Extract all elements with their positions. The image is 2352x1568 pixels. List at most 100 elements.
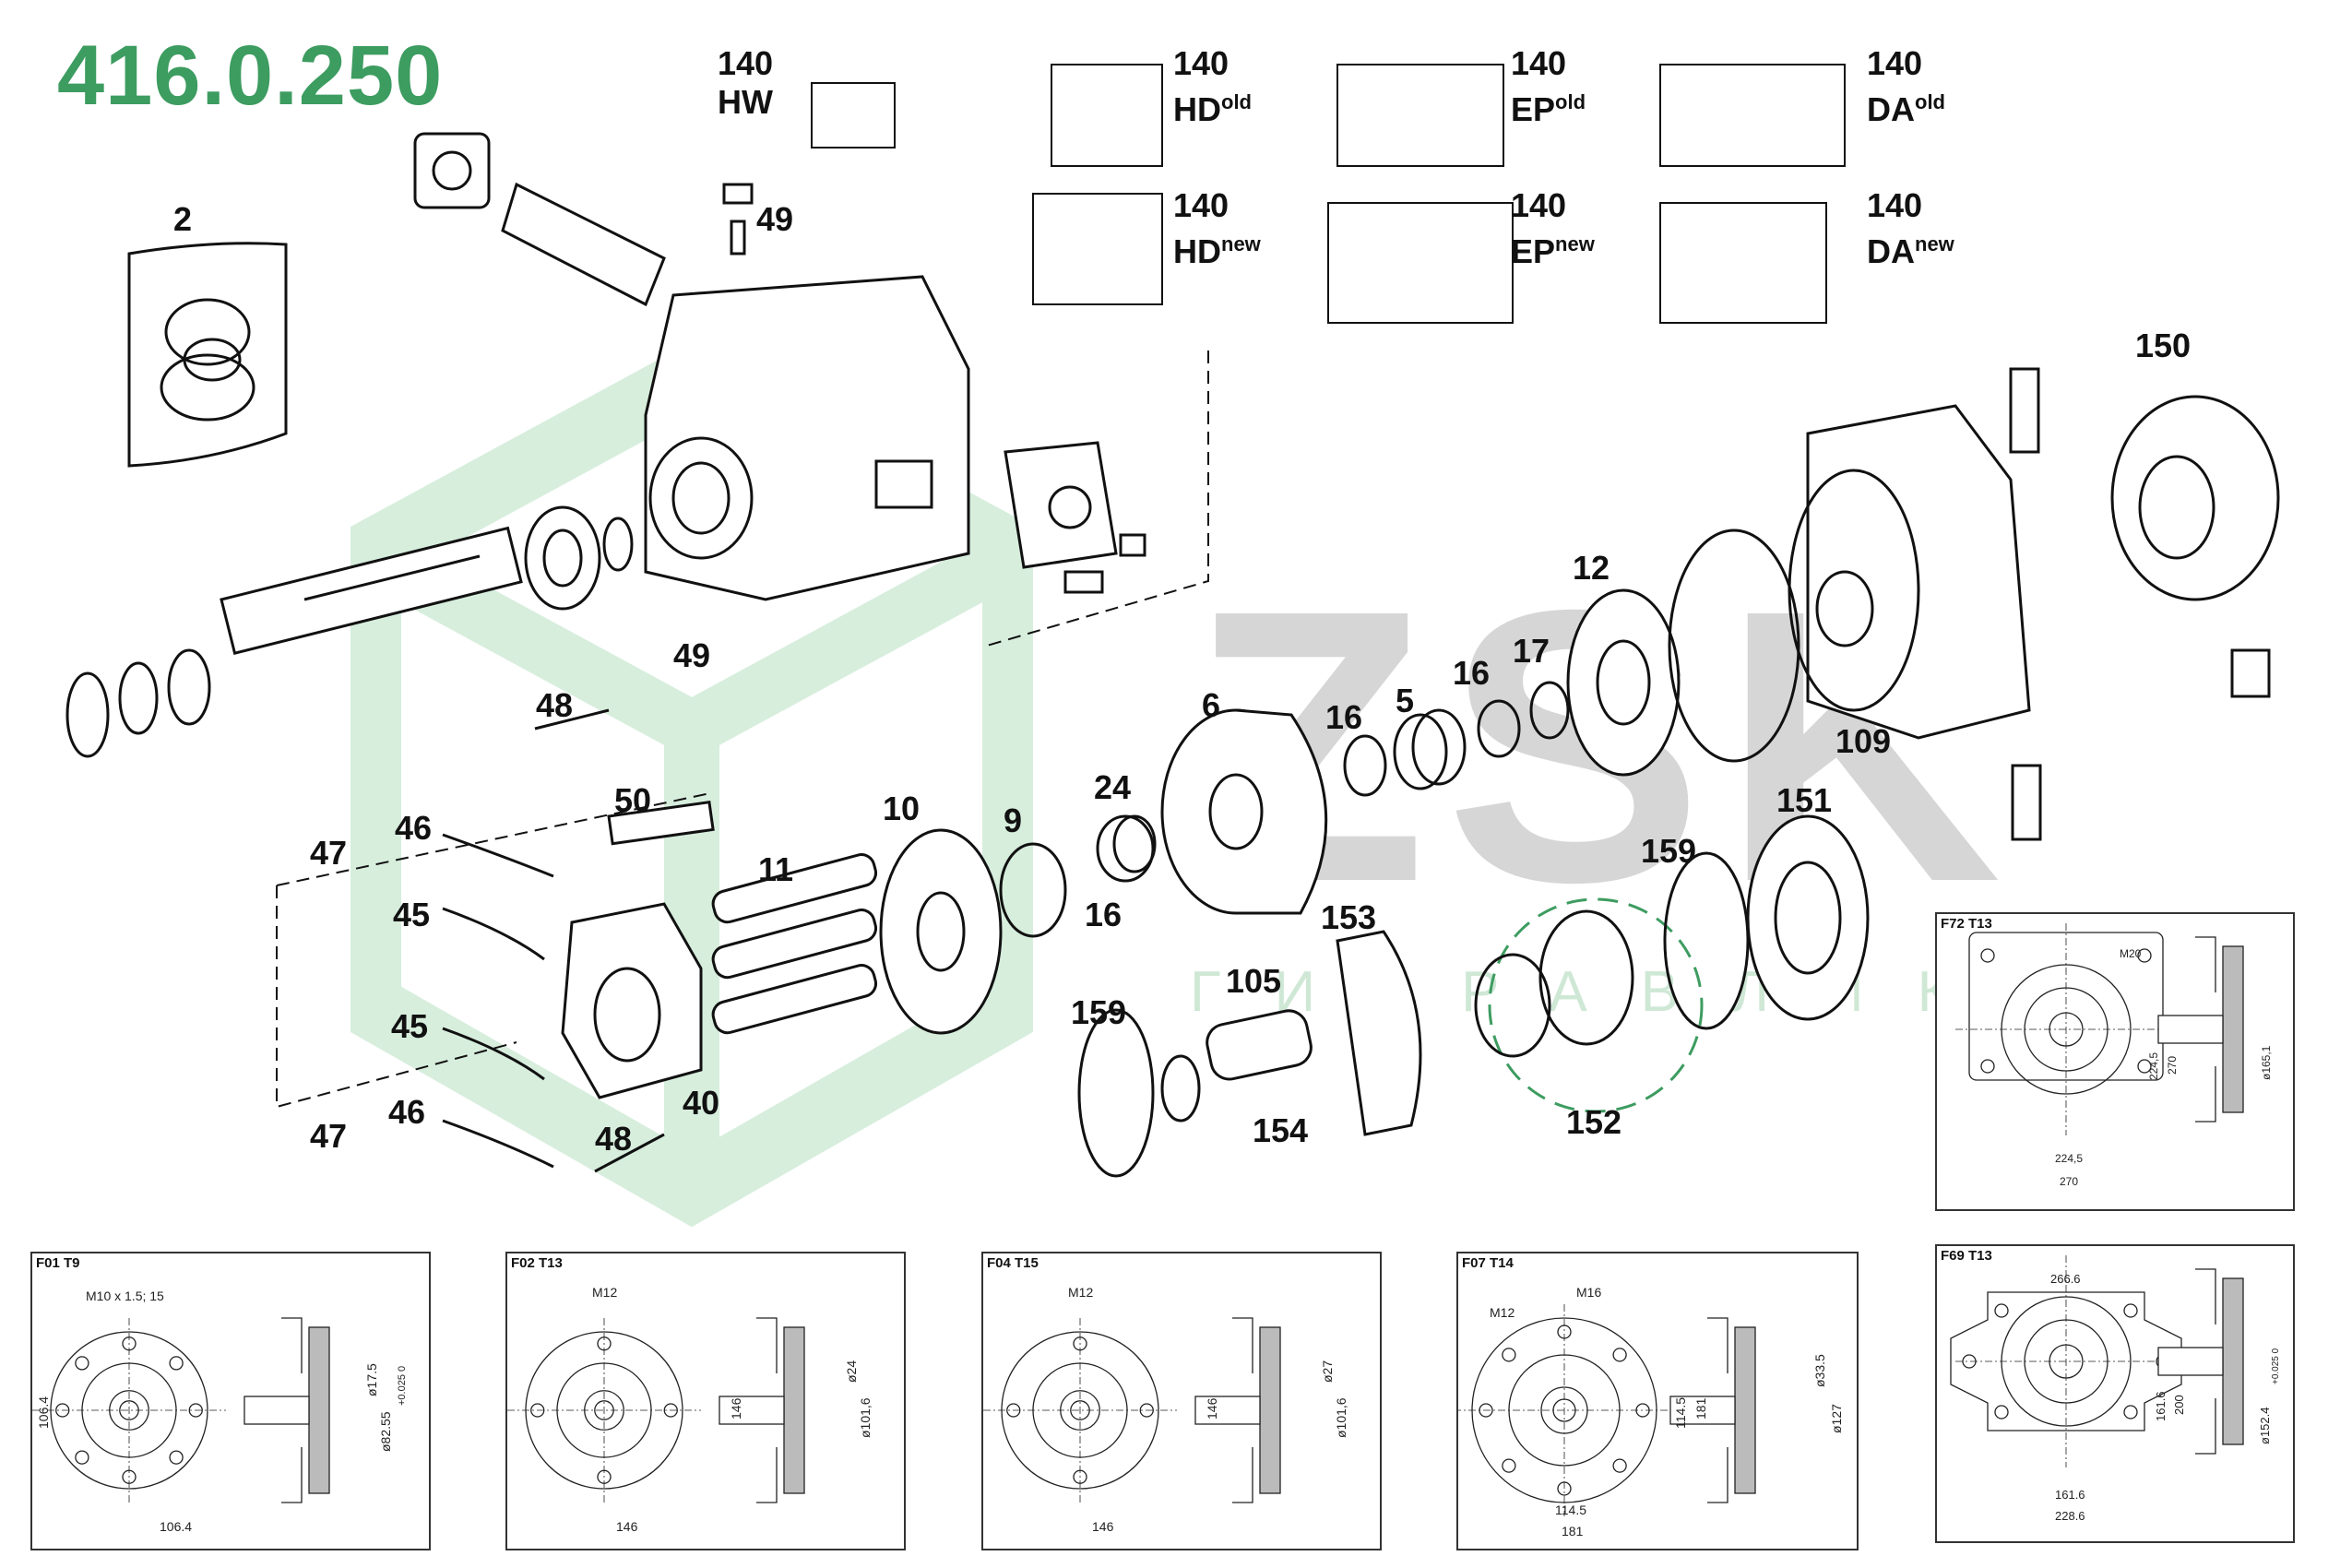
callout: 6 xyxy=(1202,686,1221,724)
callout: 109 xyxy=(1835,722,1892,760)
bolt-hole xyxy=(188,1403,203,1418)
horizontal-dim: 181 xyxy=(1562,1524,1584,1538)
vertical-dim: 224,5 xyxy=(2147,1051,2160,1080)
vertical-dim: 270 xyxy=(2166,1055,2179,1075)
pistons xyxy=(711,853,878,1035)
bolt-hole xyxy=(1612,1348,1627,1362)
callout: 159 xyxy=(1641,832,1697,870)
flange-f72-t13: F72 T13 M20 224,5 270 224,5 270 ø165,1 xyxy=(1935,912,2295,1211)
side-view-shaft xyxy=(244,1396,310,1425)
callout: 49 xyxy=(673,636,711,674)
side-view-body xyxy=(1232,1317,1253,1503)
callout: 153 xyxy=(1321,898,1377,936)
callout: 152 xyxy=(1566,1103,1622,1141)
bolt-hole xyxy=(75,1450,89,1465)
vertical-dim: 146 xyxy=(1205,1397,1219,1420)
diameter-1: ø33.5 xyxy=(1812,1354,1827,1387)
side-view-flange xyxy=(1259,1326,1281,1494)
thread-label: M12 xyxy=(1068,1285,1094,1300)
tolerance: +0.025 0 xyxy=(2271,1348,2281,1384)
flange-f04-t15: F04 T15 M12 146 146 ø27 ø101,6 xyxy=(981,1252,1382,1550)
callout: 45 xyxy=(391,1007,429,1045)
vertical-dim: 146 xyxy=(729,1397,743,1420)
side-view-body xyxy=(2195,1268,2216,1455)
side-view-body xyxy=(756,1317,778,1503)
end-cover xyxy=(1788,367,2271,841)
bolt-hole xyxy=(1139,1403,1154,1418)
vertical-dim: 161.6 xyxy=(2154,1391,2168,1421)
flange-f07-t14: F07 T14 M12 M16 114.5 181 114.5 181 ø33.… xyxy=(1456,1252,1859,1550)
callout: 45 xyxy=(393,896,431,933)
diameter-2: ø101,6 xyxy=(858,1397,873,1438)
side-view-flange xyxy=(783,1326,805,1494)
retainer-plate xyxy=(879,828,1003,1035)
flange-title: F72 T13 xyxy=(1941,916,1992,932)
diameter-1: ø24 xyxy=(844,1360,859,1383)
seal-kit-bag xyxy=(127,242,288,468)
thread-label: M16 xyxy=(1576,1285,1602,1300)
callout: 16 xyxy=(1085,896,1123,933)
horizontal-dim: 161.6 xyxy=(2055,1488,2085,1502)
diameter-1: ø165,1 xyxy=(2260,1045,2273,1080)
flange-adapter xyxy=(1004,441,1146,594)
callout: 47 xyxy=(310,834,348,872)
callout: 10 xyxy=(883,790,921,827)
pump-housing xyxy=(413,132,970,601)
bolt-hole xyxy=(169,1450,184,1465)
diameter-1: ø152.4 xyxy=(2258,1407,2272,1444)
flange-title: F04 T15 xyxy=(987,1255,1039,1271)
flange-f01-t9: F01 T9 M10 x 1.5; 15 106.4 106.4 ø17.5 ø… xyxy=(30,1252,431,1550)
control-valves xyxy=(811,64,1846,324)
bolt-hole xyxy=(663,1403,678,1418)
callout: 150 xyxy=(2135,327,2192,364)
top-dim: 266.6 xyxy=(2050,1272,2081,1286)
cylinder-block xyxy=(1160,708,1328,915)
diameter-1: ø27 xyxy=(1320,1360,1335,1383)
bolt-hole xyxy=(169,1356,184,1371)
diameter-1: ø17.5 xyxy=(364,1363,379,1396)
drive-shaft xyxy=(65,505,634,758)
horizontal-dim: 228.6 xyxy=(2055,1509,2085,1523)
callout: 47 xyxy=(310,1117,348,1155)
coupling-154 xyxy=(1206,1009,1313,1081)
flange-title: F07 T14 xyxy=(1462,1255,1514,1271)
bolt-hole xyxy=(75,1356,89,1371)
callout: 40 xyxy=(683,1084,720,1122)
bolt-hole xyxy=(1502,1348,1516,1362)
thread-label: M10 x 1.5; 15 xyxy=(86,1289,164,1303)
diameter-2: ø127 xyxy=(1829,1404,1844,1433)
watermark-subtitle: ГИДРАВЛИКА xyxy=(1190,960,2097,1024)
thread-label: M20 xyxy=(2120,947,2142,960)
callout: 105 xyxy=(1226,962,1282,1000)
side-view-body xyxy=(1707,1317,1728,1503)
callout: 11 xyxy=(758,850,794,888)
bolt-hole xyxy=(1994,1405,2009,1420)
flange-f02-t13: F02 T13 M12 146 146 ø24 ø101,6 xyxy=(505,1252,906,1550)
callout: 159 xyxy=(1071,993,1127,1031)
side-view-body xyxy=(281,1317,303,1503)
side-view-shaft xyxy=(1669,1396,1736,1425)
flange-title: F01 T9 xyxy=(36,1255,80,1271)
bolt-hole xyxy=(1612,1458,1627,1473)
callout: 24 xyxy=(1094,768,1132,806)
callout: 49 xyxy=(756,200,794,238)
vertical-dim: 106.4 xyxy=(36,1396,51,1429)
thread-label: M12 xyxy=(1490,1305,1515,1320)
side-view-flange xyxy=(2222,1277,2244,1445)
o-ring-159b xyxy=(1663,851,1750,1030)
gear-pump-highlight xyxy=(1488,897,1704,1113)
cover-151 xyxy=(1746,814,1870,1021)
callout: 9 xyxy=(1004,802,1023,839)
side-view-flange xyxy=(308,1326,330,1494)
callout: 46 xyxy=(395,809,433,847)
part-number-title: 416.0.250 xyxy=(57,29,444,123)
side-view-body xyxy=(2195,936,2216,1123)
flange-outline xyxy=(1968,932,2164,1081)
callout: 50 xyxy=(614,781,652,819)
vertical-dim: 181 xyxy=(1693,1397,1708,1420)
side-view-flange xyxy=(2222,945,2244,1113)
callout: 5 xyxy=(1396,682,1415,719)
